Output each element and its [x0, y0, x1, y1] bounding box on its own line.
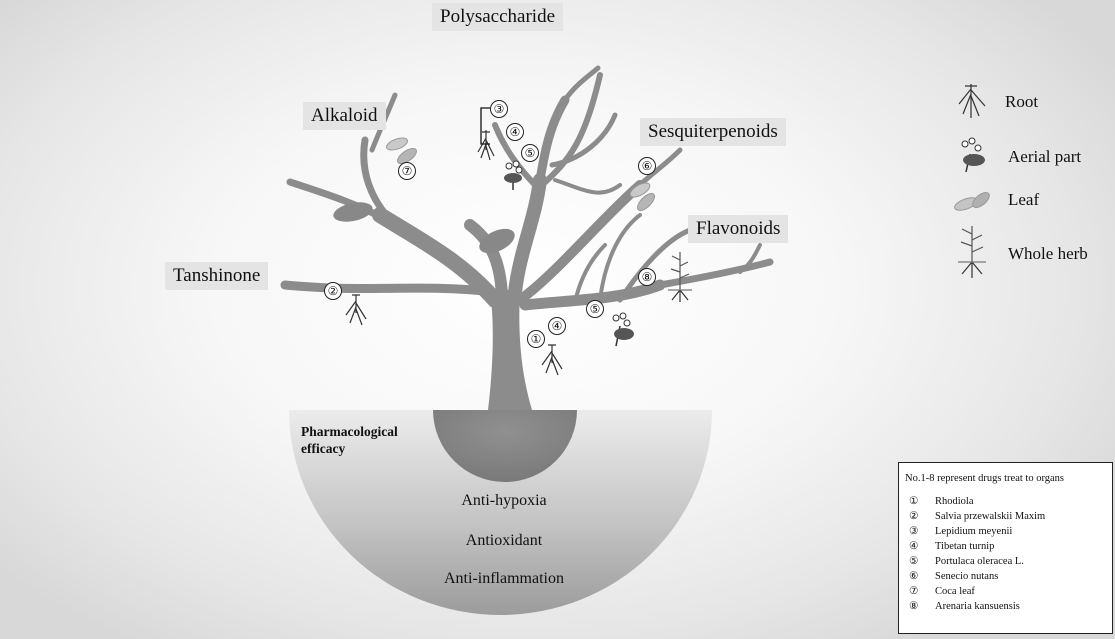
drug-number: ④: [909, 540, 935, 552]
marker-8: ⑧: [638, 268, 656, 286]
marker-6: ⑥: [638, 157, 656, 175]
aerial-part-icon: [613, 313, 634, 346]
drug-number: ③: [909, 525, 935, 537]
marker-4: ④: [548, 317, 566, 335]
category-label-flavonoids: Flavonoids: [688, 215, 788, 243]
marker-1: ①: [527, 330, 545, 348]
drug-number: ①: [909, 495, 935, 507]
leaf-icon: [385, 136, 419, 167]
drug-number: ⑦: [909, 585, 935, 597]
marker-5: ⑤: [521, 144, 539, 162]
drug-name: Coca leaf: [935, 586, 975, 597]
aerial-part-icon: [962, 138, 985, 172]
marker-5: ⑤: [586, 300, 604, 318]
category-label-polysaccharide: Polysaccharide: [432, 3, 563, 31]
marker-2: ②: [324, 282, 342, 300]
efficacy-item: Anti-hypoxia: [404, 492, 604, 510]
legend-label-root: Root: [1005, 92, 1038, 112]
marker-4: ④: [506, 123, 524, 141]
drug-name: Salvia przewalskii Maxim: [935, 511, 1045, 522]
marker-7: ⑦: [398, 162, 416, 180]
root-icon: [346, 295, 366, 325]
category-label-tanshinone: Tanshinone: [165, 262, 268, 290]
category-label-sesquiterpenoids: Sesquiterpenoids: [640, 118, 786, 146]
drug-name: Rhodiola: [935, 496, 974, 507]
drug-key-title: No.1-8 represent drugs treat to organs: [905, 473, 1064, 484]
whole-herb-icon: [958, 226, 986, 278]
marker-3: ③: [490, 100, 508, 118]
drug-number: ②: [909, 510, 935, 522]
leaf-icon: [953, 190, 992, 213]
legend-label-aerial-part: Aerial part: [1008, 147, 1081, 167]
drug-number: ⑤: [909, 555, 935, 567]
drug-number: ⑧: [909, 600, 935, 612]
efficacy-item: Anti-inflammation: [404, 570, 604, 588]
efficacy-title: Pharmacological efficacy: [301, 423, 441, 457]
drug-name: Portulaca oleracea L.: [935, 556, 1024, 567]
drug-name: Arenaria kansuensis: [935, 601, 1020, 612]
root-icon: [959, 84, 985, 118]
legend-label-leaf: Leaf: [1008, 190, 1039, 210]
efficacy-item: Antioxidant: [404, 532, 604, 550]
drug-name: Tibetan turnip: [935, 541, 994, 552]
drug-number: ⑥: [909, 570, 935, 582]
drug-name: Senecio nutans: [935, 571, 998, 582]
drug-key-box: No.1-8 represent drugs treat to organs ①…: [898, 462, 1113, 634]
category-label-alkaloid: Alkaloid: [303, 102, 386, 130]
root-icon: [542, 345, 562, 375]
drug-name: Lepidium meyenii: [935, 526, 1012, 537]
leaf-icon: [332, 199, 375, 225]
legend-label-whole-herb: Whole herb: [1008, 244, 1088, 264]
